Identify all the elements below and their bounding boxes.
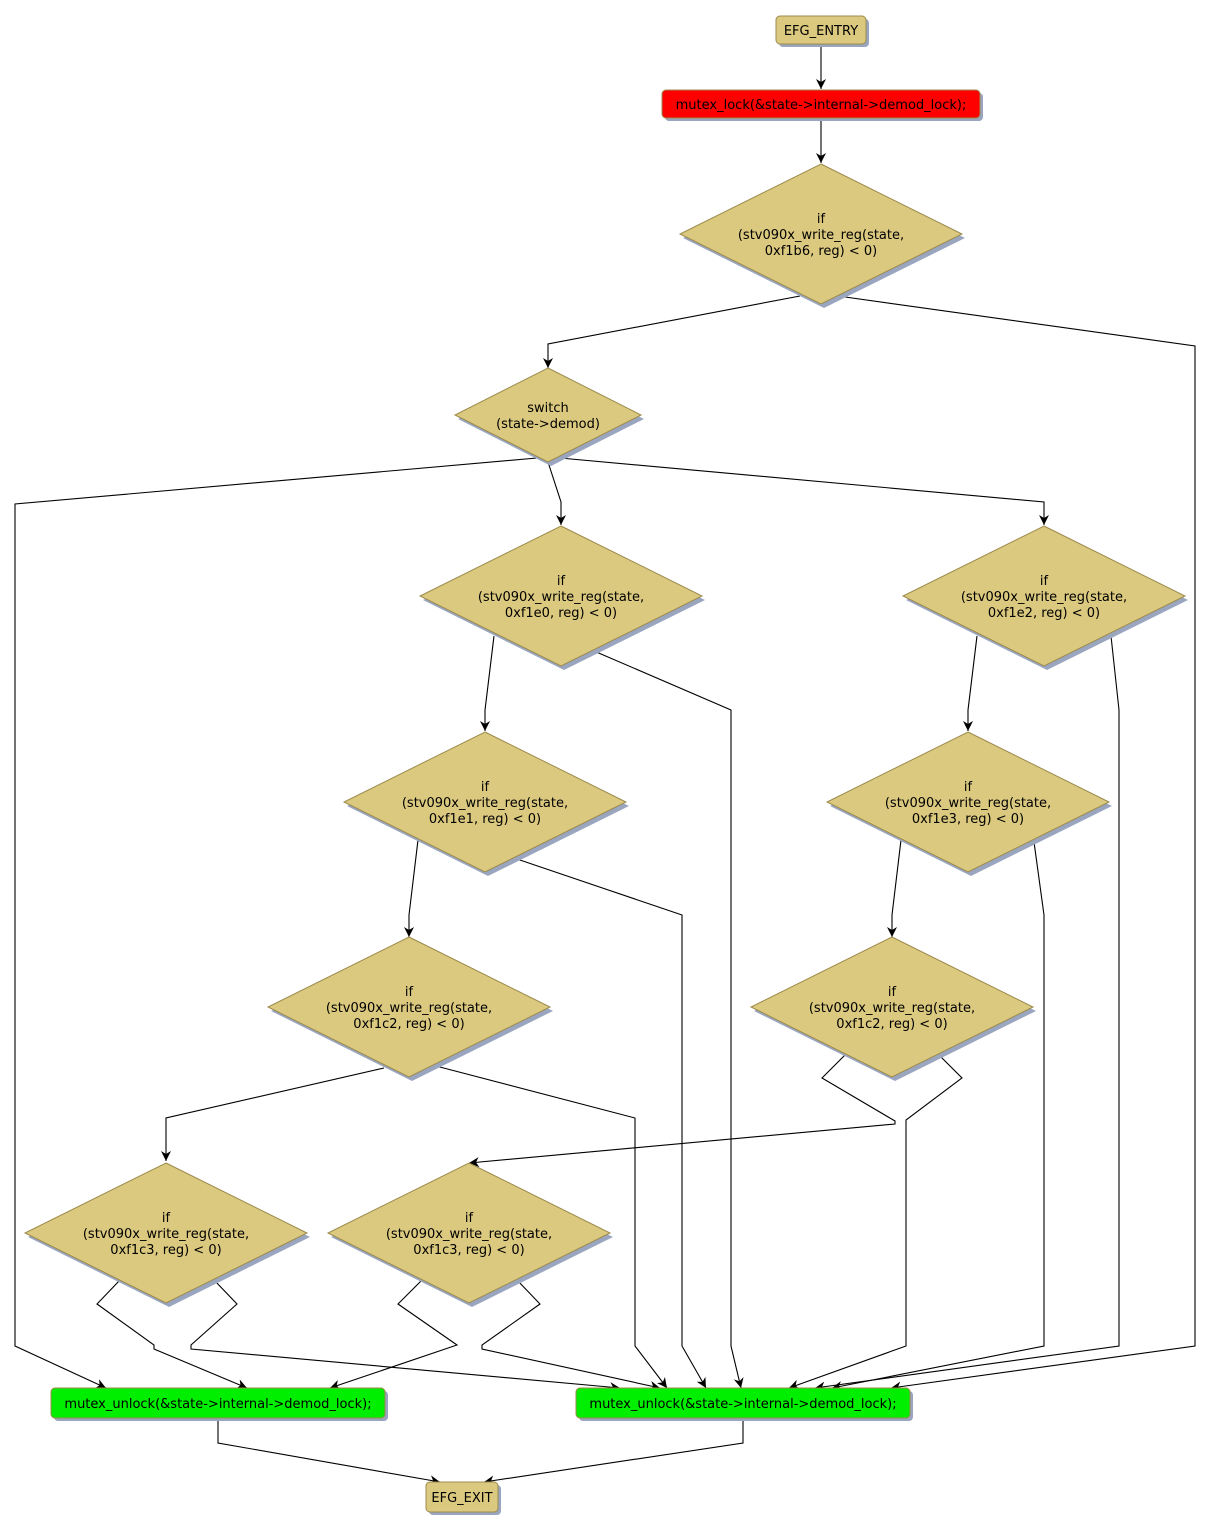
nodes-layer: EFG_ENTRY mutex_lock(&state->internal->de… [23, 15, 1188, 1515]
node-label-line: switch [527, 401, 569, 416]
node-if-f1b6[interactable]: if(stv090x_write_reg(state,0xf1b6, reg) … [678, 163, 965, 308]
node-label-line: if [1040, 574, 1049, 589]
edge-if_f1c3_a-to-unlock_a [96, 1279, 248, 1389]
node-label-line: 0xf1e3, reg) < 0) [912, 812, 1024, 827]
node-box [50, 1387, 386, 1419]
node-label-line: if [465, 1211, 474, 1226]
node-label-line: 0xf1b6, reg) < 0) [765, 244, 877, 259]
node-label-line: (stv090x_write_reg(state, [326, 1001, 492, 1016]
edge-if_f1e0-to-if_f1e1 [480, 635, 495, 731]
node-exit[interactable]: EFG_EXIT [425, 1481, 501, 1515]
node-label-line: 0xf1c2, reg) < 0) [836, 1017, 947, 1032]
node-box [661, 89, 981, 119]
decision-diamond [678, 163, 964, 305]
node-box [425, 1481, 499, 1513]
node-label-line: EFG_ENTRY [784, 24, 858, 39]
node-label-line: if [888, 985, 897, 1000]
edge-if_f1c3_b-to-unlock_a [329, 1279, 459, 1390]
node-label-line: if [817, 212, 826, 227]
edge-if_f1c2_a-to-unlock_b [435, 1065, 668, 1389]
node-label-line: 0xf1e0, reg) < 0) [505, 606, 617, 621]
node-label-line: (stv090x_write_reg(state, [402, 796, 568, 811]
edge-switch-to-unlock_a [14, 457, 538, 1389]
node-label-line: (stv090x_write_reg(state, [961, 590, 1127, 605]
node-label-line: EFG_EXIT [431, 1491, 492, 1506]
node-label-line: (stv090x_write_reg(state, [885, 796, 1051, 811]
edge-if_f1c2_a-to-if_f1c3_a [161, 1067, 385, 1161]
node-if-f1e1[interactable]: if(stv090x_write_reg(state,0xf1e1, reg) … [342, 731, 629, 876]
node-label-line: mutex_unlock(&state->internal->demod_loc… [589, 1397, 896, 1412]
node-label-line: if [481, 780, 490, 795]
edge-if_f1e1-to-if_f1c2_a [404, 839, 419, 937]
edge-if_f1c3_a-to-unlock_b [190, 1279, 621, 1393]
node-if-f1c2-b[interactable]: if(stv090x_write_reg(state,0xf1c2, reg) … [749, 936, 1036, 1081]
decision-diamond [418, 525, 704, 667]
edges-layer [14, 45, 1196, 1486]
node-label-line: (state->demod) [496, 417, 600, 432]
node-label-line: (stv090x_write_reg(state, [478, 590, 644, 605]
node-if-f1e3[interactable]: if(stv090x_write_reg(state,0xf1e3, reg) … [825, 731, 1112, 876]
decision-diamond [23, 1162, 309, 1304]
edge-unlock_b-to-exit [483, 1418, 744, 1486]
node-unlock-b[interactable]: mutex_unlock(&state->internal->demod_loc… [575, 1387, 913, 1421]
node-lock[interactable]: mutex_lock(&state->internal->demod_lock)… [661, 89, 983, 121]
node-if-f1c3-b[interactable]: if(stv090x_write_reg(state,0xf1c3, reg) … [326, 1162, 613, 1307]
node-if-f1e0[interactable]: if(stv090x_write_reg(state,0xf1e0, reg) … [418, 525, 705, 670]
node-label-line: 0xf1e2, reg) < 0) [988, 606, 1100, 621]
decision-diamond [453, 367, 643, 463]
node-label-line: (stv090x_write_reg(state, [738, 228, 904, 243]
decision-diamond [342, 731, 628, 873]
node-label-line: mutex_unlock(&state->internal->demod_loc… [64, 1397, 371, 1412]
edge-switch-to-if_f1e2 [559, 457, 1049, 525]
node-label-line: (stv090x_write_reg(state, [83, 1227, 249, 1242]
node-label-line: if [557, 574, 566, 589]
node-label-line: 0xf1e1, reg) < 0) [429, 812, 541, 827]
node-unlock-a[interactable]: mutex_unlock(&state->internal->demod_loc… [50, 1387, 388, 1421]
edge-if_f1e3-to-unlock_b [831, 841, 1045, 1391]
node-entry[interactable]: EFG_ENTRY [775, 15, 869, 47]
decision-diamond [749, 936, 1035, 1078]
node-label-line: (stv090x_write_reg(state, [386, 1227, 552, 1242]
node-switch[interactable]: switch(state->demod) [453, 367, 644, 466]
node-label-line: if [964, 780, 973, 795]
edge-if_f1e2-to-unlock_b [814, 635, 1120, 1392]
decision-diamond [266, 936, 552, 1078]
edge-if_f1c2_b-to-if_f1c3_b [468, 1054, 896, 1168]
edge-if_f1e3-to-if_f1c2_b [887, 839, 902, 937]
node-label-line: 0xf1c2, reg) < 0) [353, 1017, 464, 1032]
node-label-line: mutex_lock(&state->internal->demod_lock)… [676, 98, 967, 113]
decision-diamond [901, 525, 1187, 667]
edge-switch-to-if_f1e0 [547, 461, 566, 525]
edge-if_f1e2-to-if_f1e3 [963, 635, 978, 731]
decision-diamond [825, 731, 1111, 873]
node-box [575, 1387, 911, 1419]
node-label-line: if [162, 1211, 171, 1226]
node-label-line: if [405, 985, 414, 1000]
node-label-line: 0xf1c3, reg) < 0) [413, 1243, 524, 1258]
node-if-f1c3-a[interactable]: if(stv090x_write_reg(state,0xf1c3, reg) … [23, 1162, 310, 1307]
node-if-f1c2-a[interactable]: if(stv090x_write_reg(state,0xf1c2, reg) … [266, 936, 553, 1081]
node-box [775, 15, 867, 45]
node-label-line: (stv090x_write_reg(state, [809, 1001, 975, 1016]
edge-if_f1e0-to-unlock_b [593, 650, 744, 1389]
edge-if_f1b6-to-unlock_b [837, 295, 1196, 1392]
edge-if_f1e1-to-unlock_b [513, 857, 707, 1389]
edge-if_f1c2_b-to-unlock_b [788, 1054, 963, 1390]
edge-if_f1b6-to-switch [543, 295, 801, 368]
edge-unlock_a-to-exit [217, 1418, 441, 1486]
decision-diamond [326, 1162, 612, 1304]
node-if-f1e2[interactable]: if(stv090x_write_reg(state,0xf1e2, reg) … [901, 525, 1188, 670]
edge-if_f1c3_b-to-unlock_b [481, 1279, 661, 1391]
node-label-line: 0xf1c3, reg) < 0) [110, 1243, 221, 1258]
